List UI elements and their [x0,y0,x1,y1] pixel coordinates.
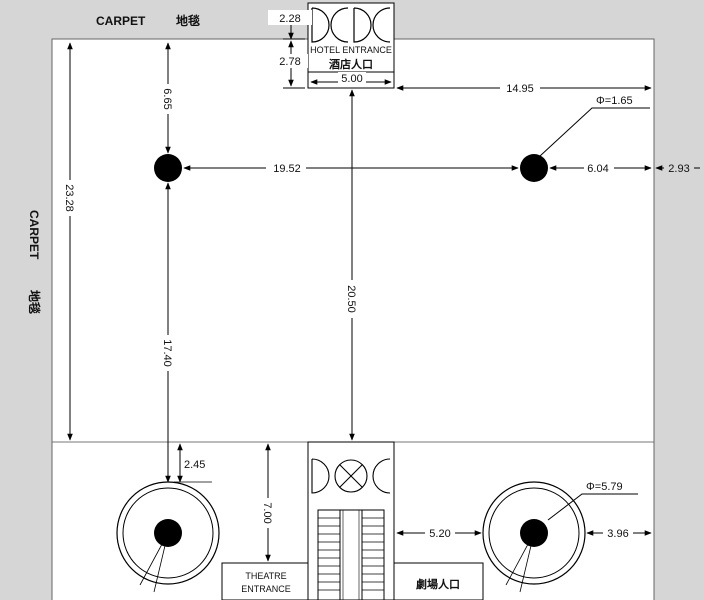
dim-phi-1-65: Φ=1.65 [596,95,633,107]
spiral-staircase-right [482,481,586,593]
dim-phi-5-79: Φ=5.79 [586,481,623,493]
dim-2-93: 2.93 [668,163,689,175]
dim-6-65: 6.65 [161,88,173,109]
carpet-side-label-zh: 地毯 [27,290,42,314]
dim-2-28: 2.28 [279,13,300,25]
stair-core-right [520,519,548,547]
dim-14-95: 14.95 [506,83,534,95]
dim-2-78: 2.78 [279,56,300,68]
column-left [154,154,182,182]
stair-core-left [154,519,182,547]
column-right [520,154,548,182]
theatre-entrance-zh: 劇場人口 [416,577,460,591]
theatre-entrance-line2: ENTRANCE [241,584,291,594]
theatre-doors-icon [311,458,391,494]
dim-2-45: 2.45 [184,459,205,471]
dim-7-00: 7.00 [261,502,273,523]
spiral-staircase-left [116,481,220,593]
upper-floor-area [51,38,655,443]
carpet-top-label-zh: 地毯 [176,13,200,28]
dim-23-28: 23.28 [63,184,75,212]
dim-19-52: 19.52 [273,163,301,175]
dim-3-96: 3.96 [607,528,628,540]
carpet-side-label-en: CARPET [27,210,41,260]
carpet-top-label-en: CARPET [96,14,146,28]
escalator [307,441,395,600]
hotel-entrance-label-en: HOTEL ENTRANCE [310,45,392,55]
theatre-entrance-box: THEATRE ENTRANCE [221,562,309,600]
dim-17-40: 17.40 [161,339,173,367]
dim-6-04: 6.04 [587,163,608,175]
dim-20-50: 20.50 [345,285,357,313]
hotel-entrance-doors-icon [311,7,391,43]
dim-5-20: 5.20 [429,528,450,540]
leader-phi-1-65 [539,107,650,157]
hotel-entrance-label-zh: 酒店人口 [329,57,373,71]
leader-phi-5-79 [547,493,638,521]
theatre-entrance-line1: THEATRE [245,571,286,581]
dim-5-00: 5.00 [341,73,362,85]
theatre-entrance-zh-box: 劇場人口 [393,562,484,600]
